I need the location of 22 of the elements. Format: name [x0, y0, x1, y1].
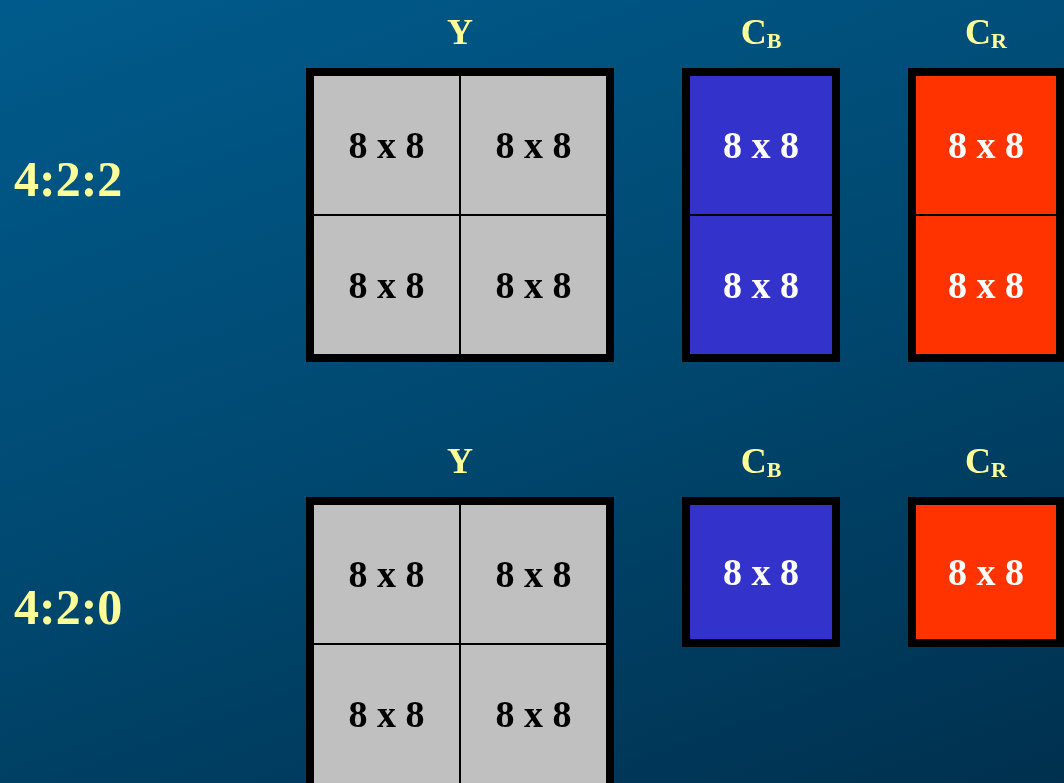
block-cell: 8 x 8: [690, 505, 832, 639]
column-heading: C$_{R}$: [964, 440, 1008, 484]
column-heading: C$_{B}$: [739, 440, 783, 484]
block-cell: 8 x 8: [461, 216, 606, 354]
block-cell: 8 x 8: [314, 645, 459, 783]
block-cell: 8 x 8: [916, 505, 1056, 639]
block-cell: 8 x 8: [461, 76, 606, 214]
block-cell: 8 x 8: [916, 76, 1056, 214]
format-label: 4:2:2: [14, 150, 123, 208]
column-heading: Y: [446, 440, 474, 483]
column-heading: Y: [446, 11, 474, 54]
block-cell: 8 x 8: [916, 216, 1056, 354]
block-cell: 8 x 8: [314, 216, 459, 354]
block-cell: 8 x 8: [314, 76, 459, 214]
column-heading: C$_{B}$: [739, 11, 783, 55]
format-label: 4:2:0: [14, 578, 123, 636]
block-cell: 8 x 8: [461, 505, 606, 643]
block-cell: 8 x 8: [690, 76, 832, 214]
block-cell: 8 x 8: [461, 645, 606, 783]
block-cell: 8 x 8: [690, 216, 832, 354]
block-cell: 8 x 8: [314, 505, 459, 643]
column-heading: C$_{R}$: [964, 11, 1008, 55]
